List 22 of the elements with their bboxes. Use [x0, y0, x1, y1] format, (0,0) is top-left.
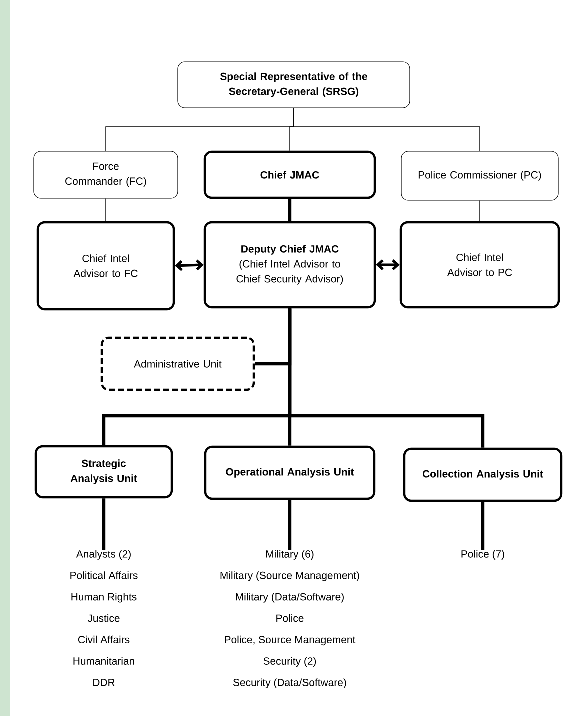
- position-box: Deputy Chief JMAC (Chief Intel Advisor to Chief Security Advisor): [204, 221, 376, 309]
- position-box: Operational Analysis Unit: [204, 446, 376, 500]
- staff-list: Military (6) Military (Source Management) Military (Data/Software) Police Police, Source Management Security (2) Security (Data/Software): [220, 550, 360, 688]
- position-box: Strategic Analysis Unit: [34, 445, 174, 499]
- connector-line: [481, 502, 485, 550]
- position-box: Chief JMAC: [204, 150, 376, 200]
- connector-line: [288, 500, 292, 550]
- position-box: Chief Intel Advisor to FC: [36, 221, 176, 311]
- double-arrow: [175, 260, 204, 272]
- double-arrow: [376, 260, 400, 270]
- position-box: Police Commissioner (PC): [401, 151, 559, 201]
- position-box: Force Commander (FC): [34, 151, 178, 199]
- connector-line: [288, 199, 292, 222]
- unit-box: Administrative Unit: [100, 336, 256, 392]
- position-box: Chief Intel Advisor to PC: [400, 221, 560, 309]
- connector-line: [288, 308, 485, 448]
- staff-list: Analysts (2) Political Affairs Human Rights Justice Civil Affairs Humanitarian DDR: [70, 550, 138, 686]
- connector-line: [102, 498, 106, 550]
- staff-list: Police (7): [462, 550, 504, 560]
- connector-line: [294, 108, 480, 152]
- position-box: Collection Analysis Unit: [403, 448, 563, 502]
- position-box: Special Representative of the Secretary-General (SRSG): [178, 62, 410, 108]
